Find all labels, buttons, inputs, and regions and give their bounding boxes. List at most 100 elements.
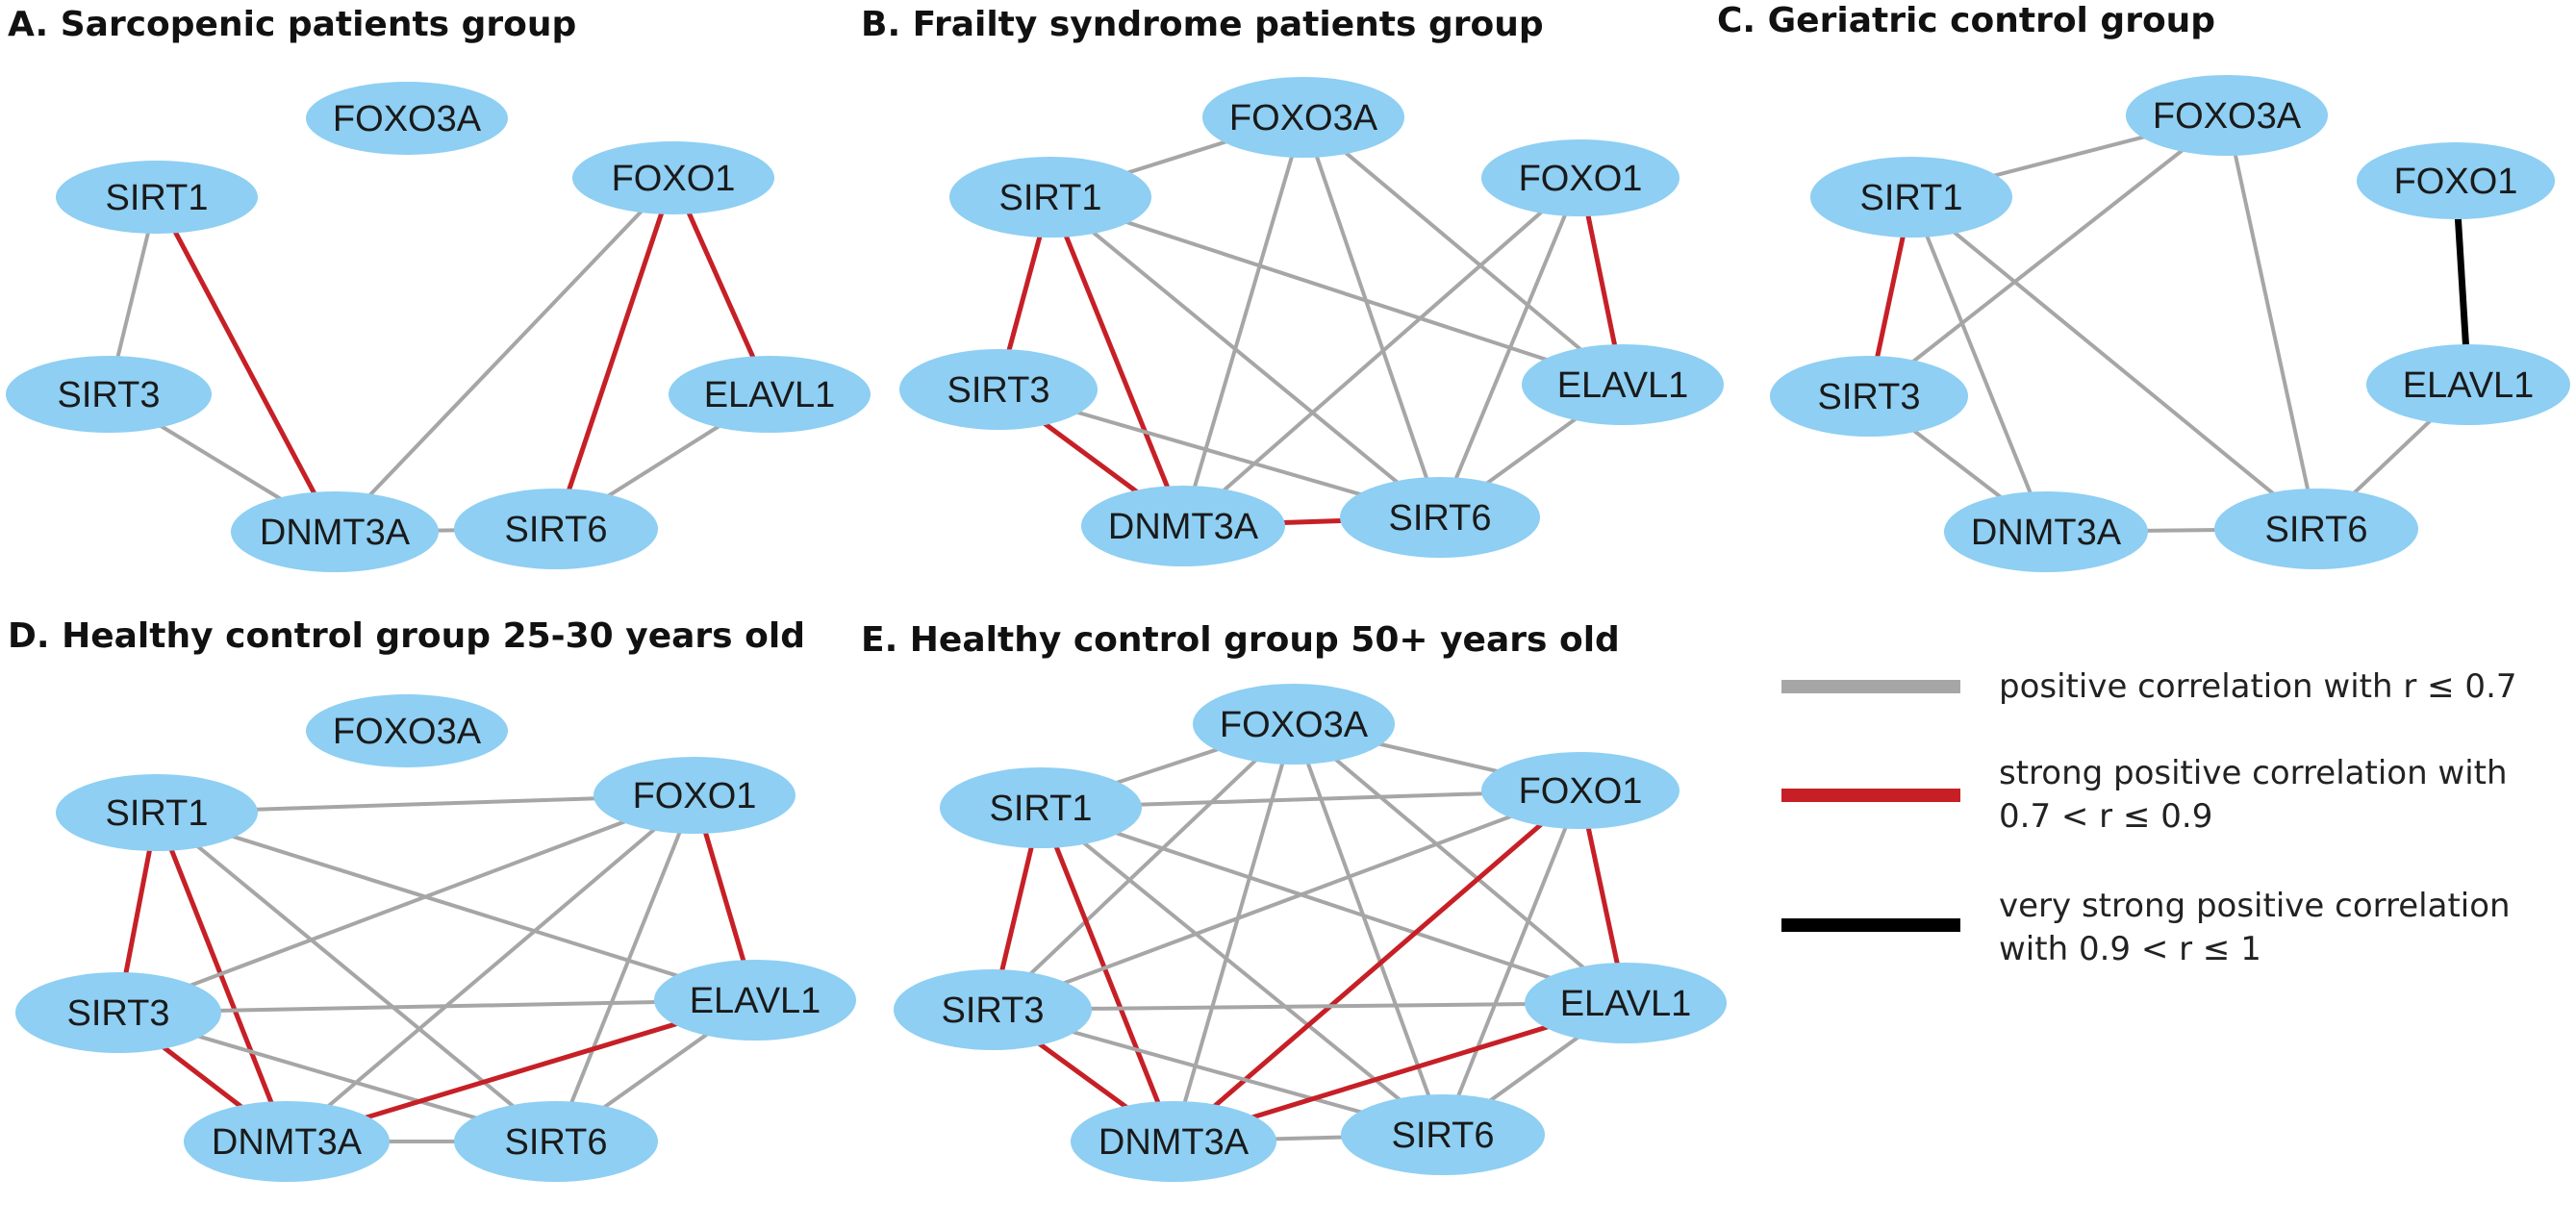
node-ellipse — [306, 82, 508, 155]
panel-title-a: A. Sarcopenic patients group — [8, 5, 576, 44]
node-sirt1: SIRT1 — [1810, 157, 2012, 238]
legend-label: with 0.9 < r ≤ 1 — [1999, 930, 2261, 968]
node-label: SIRT6 — [1388, 498, 1491, 539]
edges — [115, 793, 758, 1144]
edge-foxo1-sirt6 — [553, 177, 676, 530]
node-label: FOXO1 — [612, 159, 736, 199]
node-label: SIRT1 — [998, 178, 1101, 218]
node-ellipse — [454, 1101, 658, 1182]
legend-item-weak: positive correlation with r ≤ 0.7 — [1781, 667, 2517, 706]
node-label: SIRT3 — [57, 375, 160, 415]
panel-d: D. Healthy control group 25-30 years old… — [8, 616, 856, 1182]
node-sirt3: SIRT3 — [15, 972, 221, 1053]
node-foxo1: FOXO1 — [1481, 139, 1679, 216]
node-foxo3a: FOXO3A — [306, 694, 508, 767]
edge-sirt1-dnmt3a — [154, 812, 290, 1142]
node-label: ELAVL1 — [704, 375, 836, 415]
edge-sirt1-sirt6 — [155, 811, 558, 1143]
node-dnmt3a: DNMT3A — [1071, 1101, 1276, 1182]
node-label: FOXO3A — [333, 99, 482, 139]
node-label: DNMT3A — [1099, 1122, 1250, 1163]
edge-sirt3-elavl1 — [992, 1001, 1627, 1012]
edge-foxo1-sirt6 — [1438, 177, 1582, 518]
edge-foxo3a-sirt3 — [991, 722, 1296, 1012]
node-label: SIRT3 — [941, 991, 1044, 1031]
node-dnmt3a: DNMT3A — [231, 491, 439, 572]
node-label: DNMT3A — [212, 1122, 363, 1163]
node-sirt3: SIRT3 — [6, 356, 212, 433]
node-ellipse — [15, 972, 221, 1053]
node-ellipse — [1944, 491, 2148, 572]
panel-b: B. Frailty syndrome patients groupFOXO3A… — [861, 5, 1724, 566]
node-label: DNMT3A — [1971, 513, 2122, 553]
node-sirt3: SIRT3 — [894, 969, 1092, 1050]
node-ellipse — [1193, 684, 1395, 765]
node-ellipse — [940, 767, 1142, 848]
node-label: FOXO1 — [1519, 771, 1643, 812]
node-ellipse — [56, 774, 258, 851]
legend-label: 0.7 < r ≤ 0.9 — [1999, 797, 2212, 836]
node-elavl1: ELAVL1 — [669, 356, 871, 433]
panel-title-e: E. Healthy control group 50+ years old — [861, 620, 1620, 660]
node-label: SIRT1 — [105, 793, 208, 834]
node-label: SIRT6 — [504, 510, 607, 550]
edge-sirt1-elavl1 — [156, 811, 756, 1002]
node-ellipse — [1525, 963, 1727, 1043]
edge-foxo3a-dnmt3a — [1181, 116, 1305, 527]
node-label: FOXO1 — [1519, 159, 1643, 199]
node-foxo3a: FOXO3A — [1202, 77, 1404, 158]
node-ellipse — [1810, 157, 2012, 238]
node-dnmt3a: DNMT3A — [1081, 486, 1285, 566]
node-ellipse — [184, 1101, 390, 1182]
node-sirt3: SIRT3 — [899, 349, 1098, 430]
node-label: FOXO3A — [2153, 96, 2302, 137]
node-label: SIRT3 — [947, 370, 1049, 411]
node-label: FOXO1 — [633, 776, 757, 816]
node-label: SIRT6 — [2264, 510, 2367, 550]
edge-sirt1-dnmt3a — [1048, 196, 1186, 527]
node-elavl1: ELAVL1 — [654, 960, 856, 1041]
node-label: ELAVL1 — [1557, 365, 1689, 406]
node-sirt6: SIRT6 — [454, 489, 658, 569]
edge-foxo1-dnmt3a — [333, 176, 675, 534]
node-ellipse — [1202, 77, 1404, 158]
edge-foxo1-dnmt3a — [1172, 789, 1582, 1143]
node-ellipse — [654, 960, 856, 1041]
node-foxo1: FOXO1 — [2357, 142, 2555, 219]
edge-foxo1-sirt3 — [992, 789, 1581, 1012]
legend-label: very strong positive correlation — [1999, 887, 2511, 925]
edge-foxo3a-dnmt3a — [1172, 723, 1296, 1142]
node-foxo3a: FOXO3A — [306, 82, 508, 155]
node-label: FOXO3A — [1220, 705, 1369, 745]
node-foxo1: FOXO1 — [593, 757, 796, 834]
node-ellipse — [1081, 486, 1285, 566]
node-foxo1: FOXO1 — [572, 141, 774, 214]
node-elavl1: ELAVL1 — [1522, 344, 1724, 425]
panel-e: E. Healthy control group 50+ years oldFO… — [861, 620, 1727, 1182]
node-ellipse — [2366, 344, 2570, 425]
node-ellipse — [572, 141, 774, 214]
edge-foxo1-sirt3 — [117, 793, 695, 1015]
node-sirt1: SIRT1 — [56, 774, 258, 851]
edge-sirt1-sirt6 — [1909, 195, 2318, 531]
node-ellipse — [2357, 142, 2555, 219]
node-sirt6: SIRT6 — [454, 1101, 658, 1182]
node-ellipse — [1341, 1094, 1545, 1175]
edge-sirt1-elavl1 — [1040, 806, 1627, 1005]
node-label: ELAVL1 — [690, 981, 821, 1021]
node-ellipse — [1481, 752, 1679, 829]
node-label: FOXO3A — [1229, 98, 1378, 138]
node-label: SIRT6 — [504, 1122, 607, 1163]
node-label: SIRT3 — [66, 993, 169, 1034]
edge-foxo3a-sirt6 — [2225, 114, 2318, 530]
node-ellipse — [593, 757, 796, 834]
node-sirt6: SIRT6 — [1340, 477, 1540, 558]
node-elavl1: ELAVL1 — [1525, 963, 1727, 1043]
edge-foxo3a-sirt3 — [1867, 113, 2229, 398]
node-ellipse — [899, 349, 1098, 430]
